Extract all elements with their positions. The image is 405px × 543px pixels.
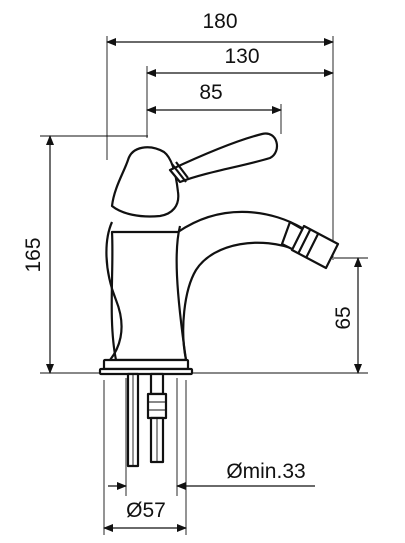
base-diameter-label: Ø57 [126,499,166,522]
threaded-rod [126,372,140,468]
spout-nozzle [280,220,340,270]
mounting-hole-lines [125,378,178,496]
hole-diameter-label: Ømin.33 [226,460,305,483]
dimension-base-diameter: Ø57 [103,380,187,535]
dimension-handle-reach: 85 [146,81,282,134]
handle-reach-label: 85 [199,81,222,104]
handle-lever [110,132,279,218]
supply-hose [146,372,168,464]
height-label: 165 [22,237,45,272]
dimension-reach: 130 [146,45,334,138]
dimension-hole-diameter: Ømin.33 [108,460,315,490]
dimension-height: 165 [22,135,148,374]
faucet-body [98,210,304,376]
dimension-spout-height: 65 [190,257,368,374]
reach-label: 130 [224,45,259,68]
spout-height-label: 65 [332,306,355,329]
overall-width-label: 180 [202,10,237,33]
